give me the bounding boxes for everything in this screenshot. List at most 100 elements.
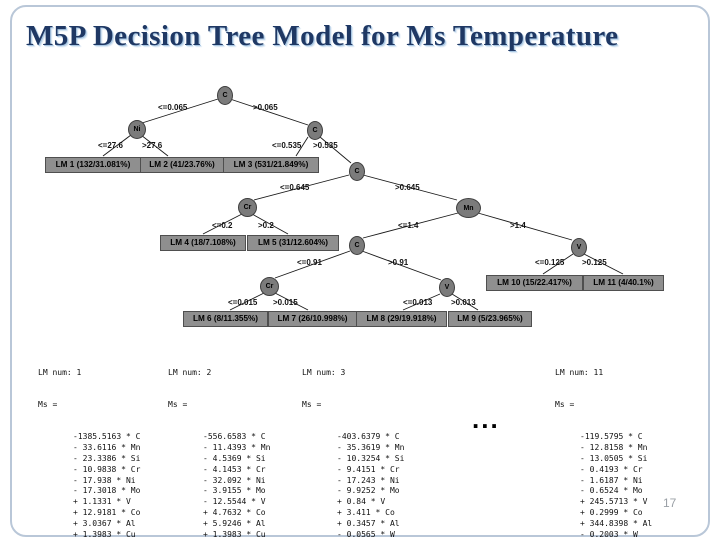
tree-node-v1: V <box>571 238 587 257</box>
leaf-lm3: LM 3 (531/21.849%) <box>223 157 319 173</box>
edge-label: <=0.013 <box>403 298 433 307</box>
model-terms: -403.6379 * C- 35.3619 * Mn- 10.3254 * S… <box>337 432 404 540</box>
model-term-line: - 23.3386 * Si <box>73 453 141 463</box>
edge-label: >0.125 <box>582 258 607 267</box>
model-header: LM num: 11 <box>555 367 604 377</box>
model-term-line: + 344.8398 * Al <box>580 518 653 528</box>
edge-label: <=0.645 <box>280 183 310 192</box>
model-assign: Ms = <box>302 399 322 409</box>
model-term-line: - 13.0505 * Si <box>580 453 648 463</box>
model-term-line: - 9.9252 * Mo <box>337 486 400 496</box>
leaf-lm2: LM 2 (41/23.76%) <box>140 157 224 173</box>
model-term-line: + 0.84 * V <box>337 497 386 507</box>
model-column-lm3: LM num: 3 Ms = -403.6379 * C- 35.3619 * … <box>302 346 404 540</box>
tree-node-ni: Ni <box>128 120 146 139</box>
model-term-line: - 17.3018 * Mo <box>73 486 141 496</box>
model-term-line: - 9.4151 * Cr <box>337 464 400 474</box>
leaf-lm4: LM 4 (18/7.108%) <box>160 235 246 251</box>
model-assign: Ms = <box>555 399 575 409</box>
model-terms: -119.5795 * C- 12.8158 * Mn- 13.0505 * S… <box>580 432 652 540</box>
edge-label: <=0.535 <box>272 141 302 150</box>
model-term-line: -403.6379 * C <box>337 432 400 442</box>
model-term-line: -119.5795 * C <box>580 432 643 442</box>
model-term-line: + 3.411 * Co <box>337 507 395 517</box>
model-term-line: - 10.9838 * Cr <box>73 464 141 474</box>
model-term-line: - 0.6524 * Mo <box>580 486 643 496</box>
edge-label: <=27.6 <box>98 141 123 150</box>
model-term-line: + 1.3983 * Cu <box>73 529 136 539</box>
model-term-line: + 245.5713 * V <box>580 497 648 507</box>
edge-label: >0.91 <box>388 258 409 267</box>
edge-label: >0.013 <box>451 298 476 307</box>
leaf-lm11: LM 11 (4/40.1%) <box>583 275 664 291</box>
model-term-line: + 3.0367 * Al <box>73 518 136 528</box>
edge-label: <=0.015 <box>228 298 258 307</box>
model-term-line: - 0.2003 * W <box>580 529 638 539</box>
edge-label: <=0.065 <box>158 103 188 112</box>
tree-node-mn: Mn <box>456 198 481 218</box>
leaf-lm5: LM 5 (31/12.604%) <box>247 235 339 251</box>
model-terms: -1385.5163 * C- 33.6116 * Mn- 23.3386 * … <box>73 432 140 540</box>
edge-label: >0.2 <box>258 221 274 230</box>
model-term-line: + 0.2999 * Co <box>580 507 643 517</box>
model-term-line: + 4.7632 * Co <box>203 507 266 517</box>
edge-label: >0.015 <box>273 298 298 307</box>
model-term-line: - 12.8158 * Mn <box>580 443 648 453</box>
slide-title: M5P Decision Tree Model for Ms Temperatu… <box>26 20 619 52</box>
tree-node-cr2: Cr <box>260 277 279 296</box>
leaf-lm8: LM 8 (29/19.918%) <box>356 311 447 327</box>
tree-node-c2: C <box>307 121 323 140</box>
model-term-line: - 1.6187 * Ni <box>580 475 643 485</box>
edge-label: >0.535 <box>313 141 338 150</box>
model-term-line: - 4.1453 * Cr <box>203 464 266 474</box>
tree-node-v2: V <box>439 278 455 297</box>
leaf-lm10: LM 10 (15/22.417%) <box>486 275 583 291</box>
edge-label: <=0.91 <box>297 258 322 267</box>
model-term-line: - 17.243 * Ni <box>337 475 400 485</box>
edge-label: >27.6 <box>142 141 163 150</box>
edge-label: >1.4 <box>510 221 526 230</box>
model-term-line: - 11.4393 * Mn <box>203 443 271 453</box>
model-assign: Ms = <box>38 399 58 409</box>
model-term-line: - 35.3619 * Mn <box>337 443 405 453</box>
models-ellipsis: ... <box>472 404 500 434</box>
model-term-line: - 0.4193 * Cr <box>580 464 643 474</box>
leaf-lm7: LM 7 (26/10.998%) <box>268 311 357 327</box>
page-number: 17 <box>663 496 677 510</box>
model-term-line: - 17.938 * Ni <box>73 475 136 485</box>
model-column-lm2: LM num: 2 Ms = -556.6583 * C- 11.4393 * … <box>168 346 270 540</box>
model-terms: -556.6583 * C- 11.4393 * Mn- 4.5369 * Si… <box>203 432 270 540</box>
model-column-lm1: LM num: 1 Ms = -1385.5163 * C- 33.6116 *… <box>38 346 140 540</box>
edge-label: >0.645 <box>395 183 420 192</box>
model-term-line: -1385.5163 * C <box>73 432 141 442</box>
tree-node-cr1: Cr <box>238 198 257 217</box>
model-term-line: + 12.9181 * Co <box>73 507 141 517</box>
tree-node-c3: C <box>349 162 365 181</box>
model-term-line: - 12.5544 * V <box>203 497 266 507</box>
model-column-lm11: LM num: 11 Ms = -119.5795 * C- 12.8158 *… <box>555 346 652 540</box>
model-term-line: -556.6583 * C <box>203 432 266 442</box>
tree-node-c4: C <box>349 236 365 255</box>
tree-node-c-root: C <box>217 86 233 105</box>
model-term-line: - 0.0565 * W <box>337 529 395 539</box>
model-term-line: - 3.9155 * Mo <box>203 486 266 496</box>
model-term-line: + 5.9246 * Al <box>203 518 266 528</box>
model-header: LM num: 1 <box>38 367 82 377</box>
edge-label: <=1.4 <box>398 221 419 230</box>
leaf-lm1: LM 1 (132/31.081%) <box>45 157 141 173</box>
model-header: LM num: 2 <box>168 367 212 377</box>
model-header: LM num: 3 <box>302 367 346 377</box>
edge-label: <=0.125 <box>535 258 565 267</box>
edge-label: >0.065 <box>253 103 278 112</box>
edge-label: <=0.2 <box>212 221 233 230</box>
model-term-line: - 33.6116 * Mn <box>73 443 141 453</box>
model-term-line: + 1.1331 * V <box>73 497 131 507</box>
leaf-lm6: LM 6 (8/11.355%) <box>183 311 268 327</box>
slide-border-frame <box>10 5 710 537</box>
model-term-line: + 1.3983 * Cu <box>203 529 266 539</box>
model-assign: Ms = <box>168 399 188 409</box>
leaf-lm9: LM 9 (5/23.965%) <box>448 311 532 327</box>
model-term-line: + 0.3457 * Al <box>337 518 400 528</box>
model-term-line: - 10.3254 * Si <box>337 453 405 463</box>
